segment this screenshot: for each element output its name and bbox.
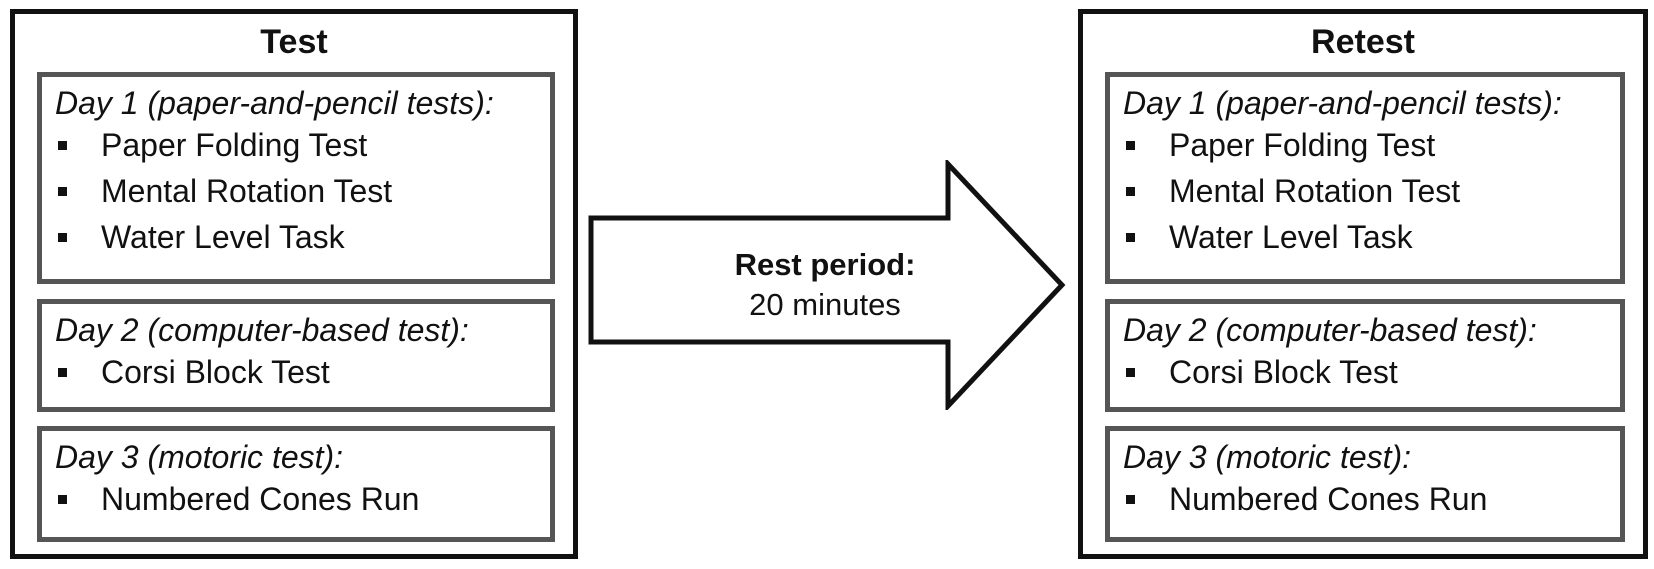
- list-item-label: Water Level Task: [101, 219, 345, 255]
- retest-panel: Retest Day 1 (paper-and-pencil tests): P…: [1078, 9, 1648, 559]
- test-day1-title: Day 1 (paper-and-pencil tests):: [55, 85, 494, 121]
- arrow-shape: [588, 160, 1066, 410]
- retest-day1-box: Day 1 (paper-and-pencil tests): Paper Fo…: [1105, 72, 1625, 284]
- list-item: Corsi Block Test: [58, 349, 330, 395]
- rest-period-label: Rest period: 20 minutes: [680, 245, 970, 325]
- square-bullet-icon: [58, 141, 67, 150]
- retest-day2-list: Corsi Block Test: [1126, 349, 1398, 395]
- square-bullet-icon: [1126, 233, 1135, 242]
- retest-day3-list: Numbered Cones Run: [1126, 476, 1487, 522]
- list-item: Corsi Block Test: [1126, 349, 1398, 395]
- square-bullet-icon: [1126, 368, 1135, 377]
- square-bullet-icon: [1126, 187, 1135, 196]
- test-day2-box: Day 2 (computer-based test): Corsi Block…: [37, 299, 555, 412]
- square-bullet-icon: [1126, 495, 1135, 504]
- list-item: Mental Rotation Test: [1126, 168, 1460, 214]
- list-item-label: Numbered Cones Run: [1169, 481, 1488, 517]
- test-day2-list: Corsi Block Test: [58, 349, 330, 395]
- retest-day3-box: Day 3 (motoric test): Numbered Cones Run: [1105, 426, 1625, 542]
- list-item-label: Numbered Cones Run: [101, 481, 420, 517]
- list-item: Water Level Task: [58, 214, 392, 260]
- square-bullet-icon: [1126, 141, 1135, 150]
- square-bullet-icon: [58, 233, 67, 242]
- test-day2-title: Day 2 (computer-based test):: [55, 312, 469, 348]
- test-panel-title: Test: [260, 23, 328, 61]
- rest-period-title: Rest period:: [734, 247, 916, 282]
- list-item: Paper Folding Test: [58, 122, 392, 168]
- test-day1-list: Paper Folding Test Mental Rotation Test …: [58, 122, 392, 260]
- rest-period-duration: 20 minutes: [749, 287, 901, 322]
- test-day3-title: Day 3 (motoric test):: [55, 439, 344, 475]
- list-item-label: Paper Folding Test: [1169, 127, 1436, 163]
- test-day1-box: Day 1 (paper-and-pencil tests): Paper Fo…: [37, 72, 555, 284]
- test-panel: Test Day 1 (paper-and-pencil tests): Pap…: [10, 9, 578, 559]
- list-item-label: Water Level Task: [1169, 219, 1413, 255]
- list-item: Paper Folding Test: [1126, 122, 1460, 168]
- square-bullet-icon: [58, 187, 67, 196]
- square-bullet-icon: [58, 495, 67, 504]
- list-item: Numbered Cones Run: [1126, 476, 1487, 522]
- right-arrow-icon: [588, 160, 1066, 410]
- list-item-label: Mental Rotation Test: [101, 173, 393, 209]
- list-item: Numbered Cones Run: [58, 476, 419, 522]
- retest-day1-list: Paper Folding Test Mental Rotation Test …: [1126, 122, 1460, 260]
- list-item-label: Corsi Block Test: [101, 354, 330, 390]
- list-item: Mental Rotation Test: [58, 168, 392, 214]
- test-day3-list: Numbered Cones Run: [58, 476, 419, 522]
- retest-day1-title: Day 1 (paper-and-pencil tests):: [1123, 85, 1562, 121]
- list-item: Water Level Task: [1126, 214, 1460, 260]
- retest-day3-title: Day 3 (motoric test):: [1123, 439, 1412, 475]
- retest-day2-box: Day 2 (computer-based test): Corsi Block…: [1105, 299, 1625, 412]
- retest-panel-title: Retest: [1311, 23, 1415, 61]
- list-item-label: Corsi Block Test: [1169, 354, 1398, 390]
- list-item-label: Mental Rotation Test: [1169, 173, 1461, 209]
- square-bullet-icon: [58, 368, 67, 377]
- list-item-label: Paper Folding Test: [101, 127, 368, 163]
- test-day3-box: Day 3 (motoric test): Numbered Cones Run: [37, 426, 555, 542]
- retest-day2-title: Day 2 (computer-based test):: [1123, 312, 1537, 348]
